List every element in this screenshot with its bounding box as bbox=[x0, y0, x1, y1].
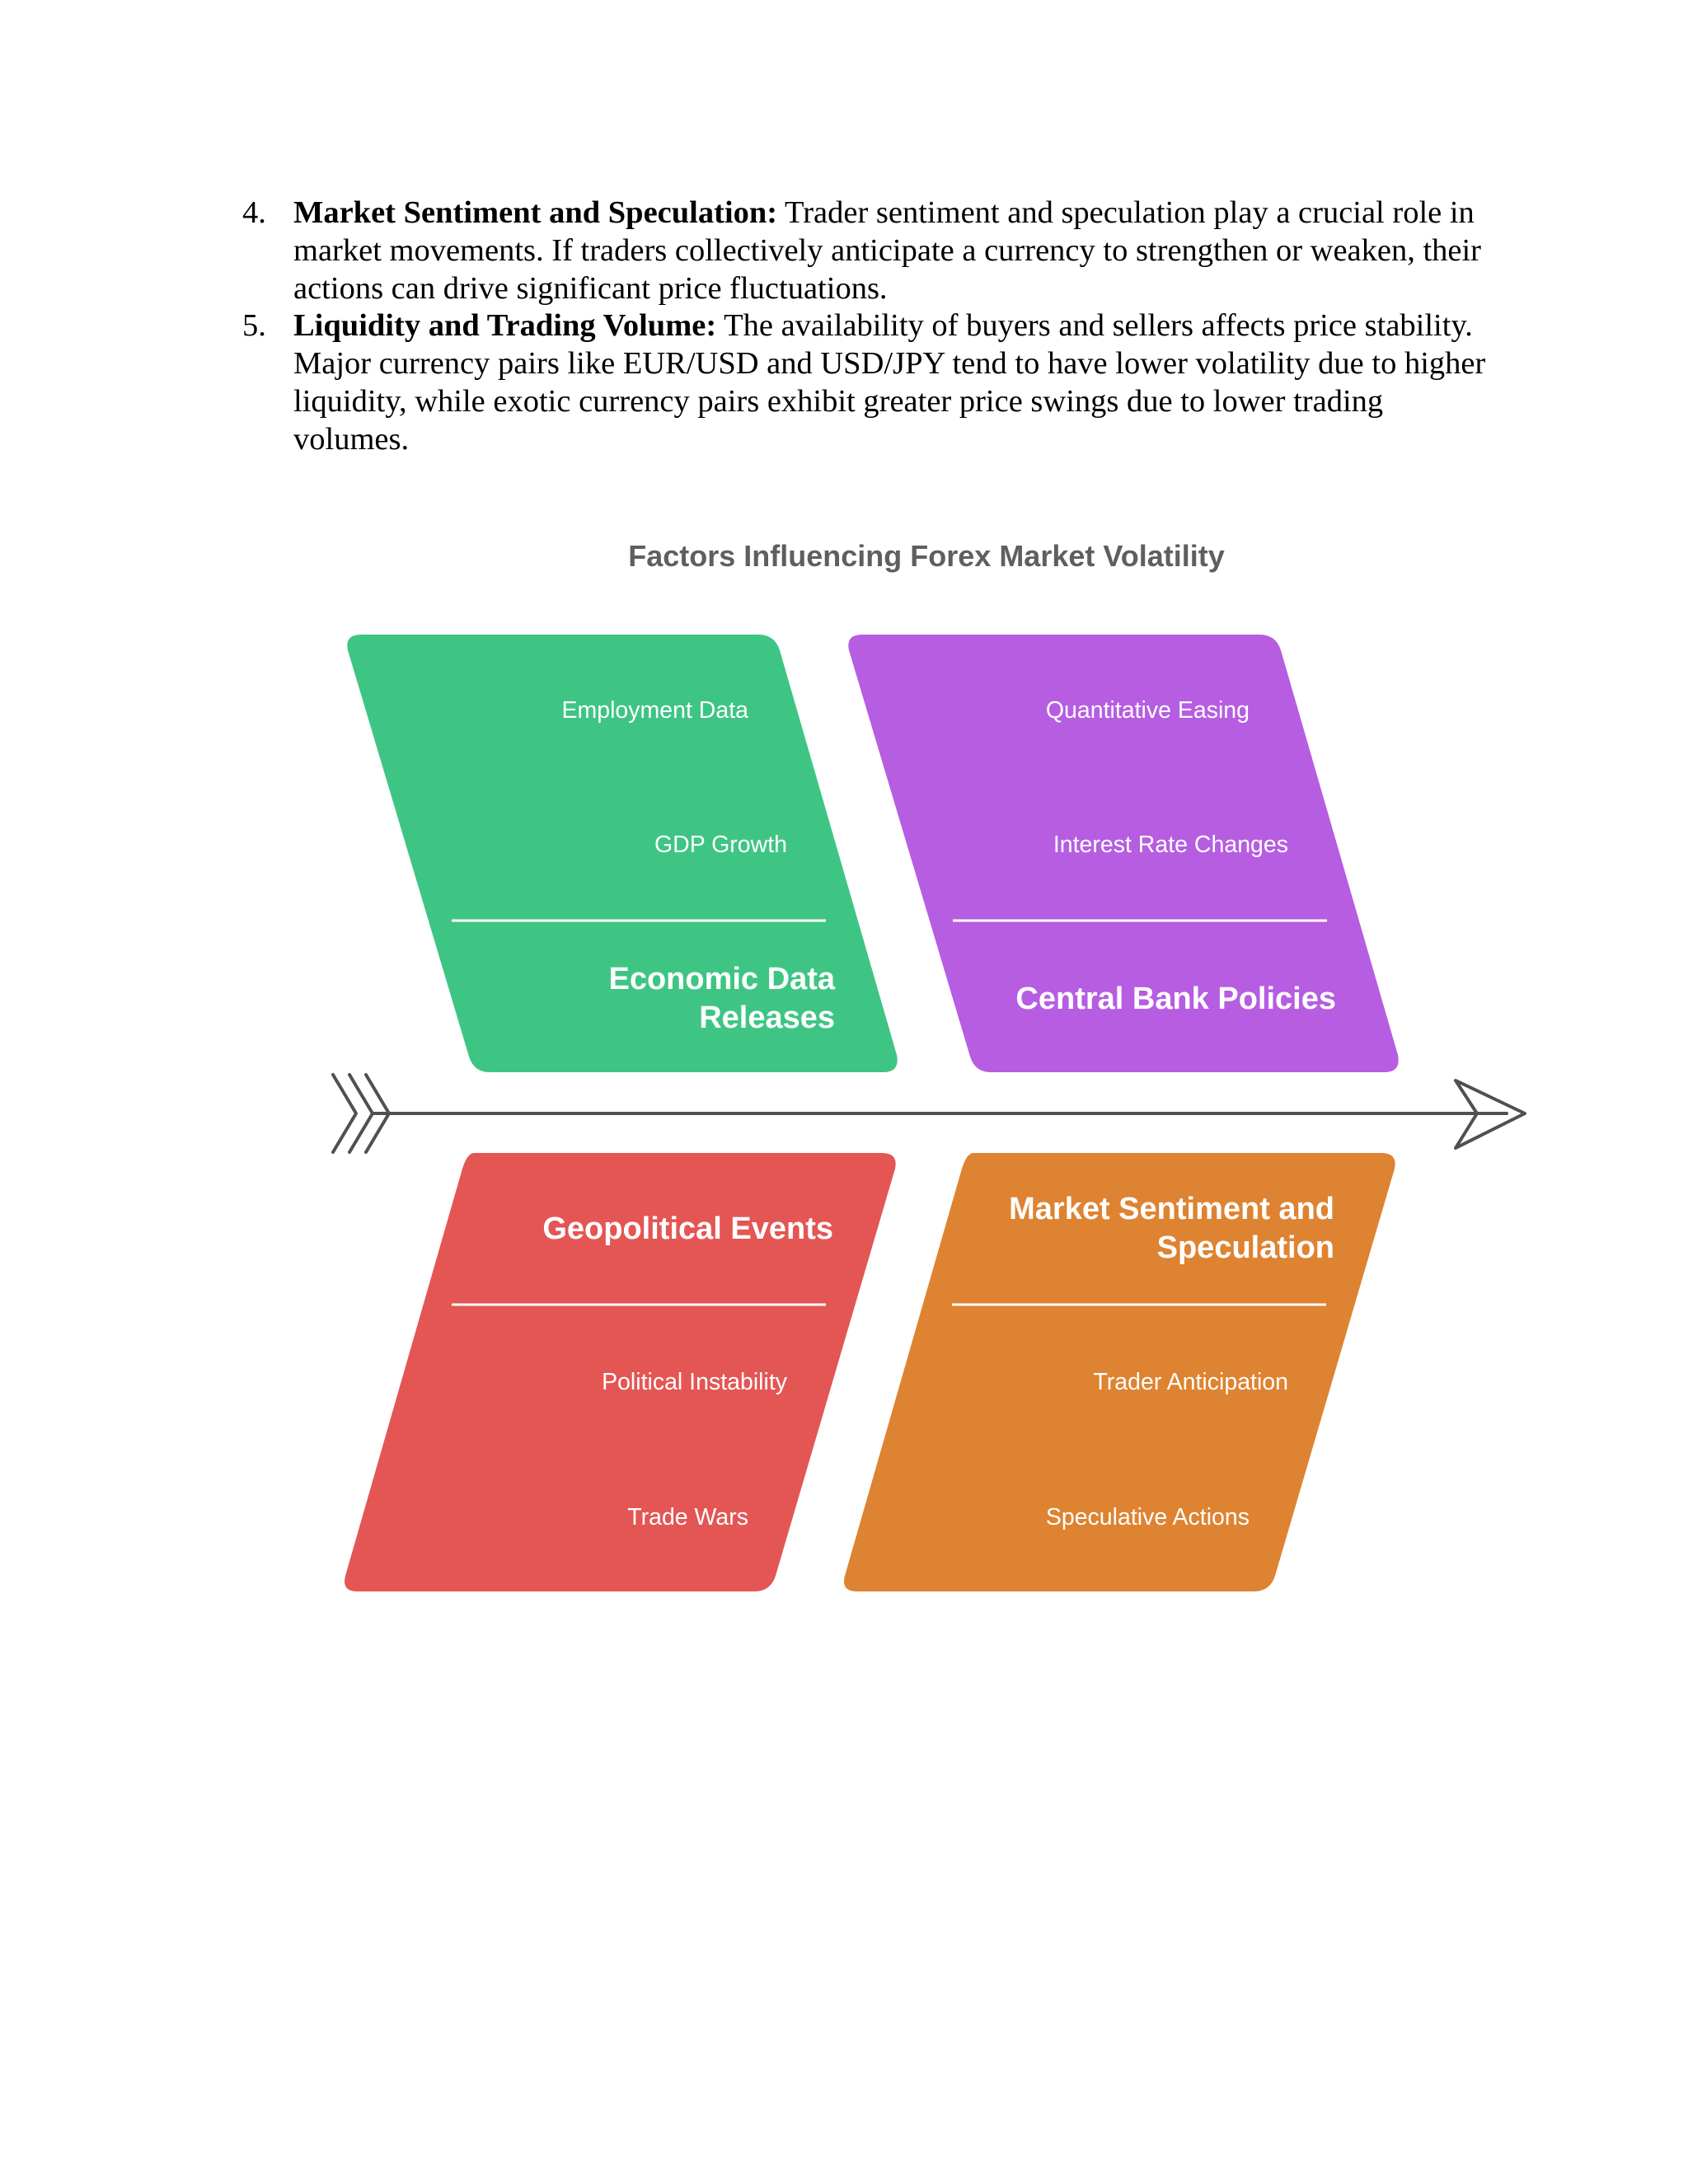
arrowhead-icon bbox=[1454, 1079, 1526, 1150]
sub-cause-label: Quantitative Easing bbox=[1046, 697, 1250, 724]
cause-geopolitical-events: Geopolitical Events Political Instabilit… bbox=[345, 1153, 896, 1591]
list-item-liquidity: 5. Liquidity and Trading Volume: The ava… bbox=[239, 307, 1492, 458]
list-item-label: Market Sentiment and Speculation: bbox=[293, 195, 778, 230]
list-item-market-sentiment: 4. Market Sentiment and Speculation: Tra… bbox=[239, 194, 1492, 307]
cause-panel bbox=[844, 1153, 1395, 1591]
tail-chevron bbox=[364, 1073, 391, 1154]
cause-title-line: Geopolitical Events bbox=[542, 1212, 833, 1246]
cause-title-line: Economic Data bbox=[608, 962, 835, 996]
sub-cause-label: Interest Rate Changes bbox=[1053, 832, 1288, 858]
sub-cause-label: GDP Growth bbox=[654, 832, 787, 858]
fishbone-spine bbox=[331, 1073, 1526, 1154]
sub-cause-label: Employment Data bbox=[561, 697, 748, 724]
tail-chevron bbox=[348, 1073, 374, 1154]
cause-economic-data-releases: Employment Data GDP Growth Economic Data… bbox=[347, 635, 898, 1072]
cause-central-bank-policies: Quantitative Easing Interest Rate Change… bbox=[848, 635, 1399, 1072]
sub-cause-label: Speculative Actions bbox=[1046, 1504, 1250, 1530]
list-item-text: Trader sentiment and speculation play a … bbox=[293, 195, 1482, 306]
cause-panel bbox=[848, 635, 1399, 1072]
factor-list: 4. Market Sentiment and Speculation: Tra… bbox=[239, 194, 1492, 459]
sub-cause-label: Trader Anticipation bbox=[1093, 1369, 1288, 1395]
cause-title-line: Central Bank Policies bbox=[1015, 982, 1336, 1016]
tail-chevron bbox=[331, 1073, 358, 1154]
sub-cause-label: Political Instability bbox=[602, 1369, 788, 1395]
cause-panel bbox=[345, 1153, 896, 1591]
list-item-number: 4. bbox=[242, 195, 266, 230]
cause-panel bbox=[347, 635, 898, 1072]
diagram-title: Factors Influencing Forex Market Volatil… bbox=[628, 539, 1224, 573]
sub-cause-label: Trade Wars bbox=[627, 1504, 748, 1530]
cause-title-line: Releases bbox=[699, 1001, 835, 1035]
list-item-label: Liquidity and Trading Volume: bbox=[293, 308, 717, 344]
cause-title-line: Speculation bbox=[1157, 1230, 1334, 1265]
cause-market-sentiment-and-speculation: Market Sentiment and Speculation Trader … bbox=[844, 1153, 1395, 1591]
list-item-number: 5. bbox=[242, 308, 266, 344]
list-item-text: The availability of buyers and sellers a… bbox=[293, 308, 1486, 457]
cause-title-line: Market Sentiment and bbox=[1009, 1192, 1334, 1226]
